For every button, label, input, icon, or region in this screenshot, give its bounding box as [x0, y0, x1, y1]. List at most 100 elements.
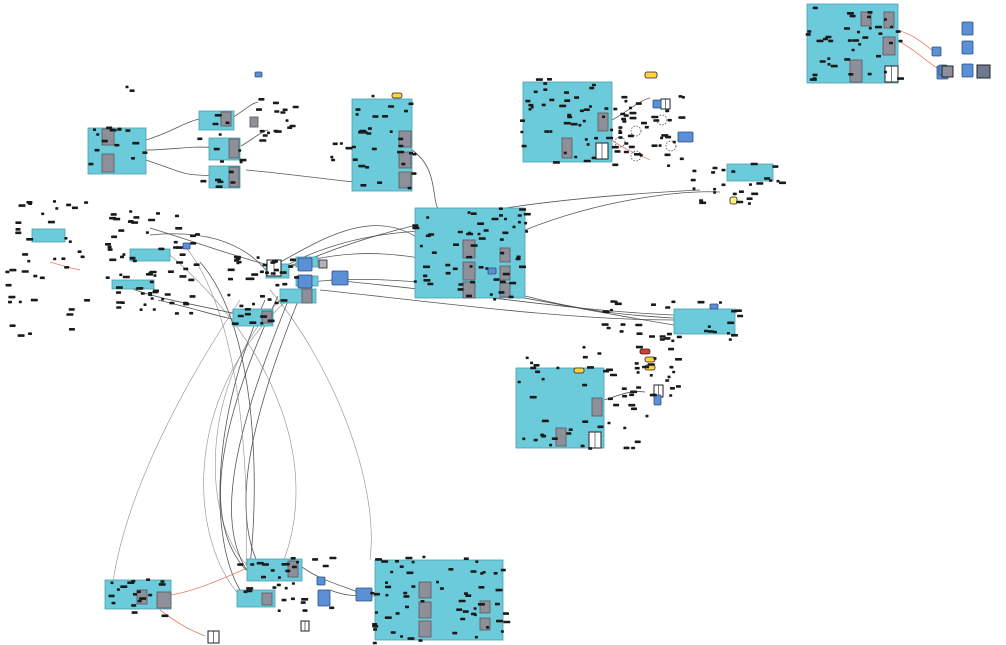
param-node-111 [528, 103, 534, 107]
param-node-362 [384, 616, 392, 619]
param-node-44 [96, 133, 100, 136]
param-node-491 [179, 275, 187, 278]
wire-37 [611, 139, 651, 161]
param-node-480 [175, 214, 179, 218]
param-node-149 [612, 163, 619, 167]
wire-40 [149, 227, 266, 265]
param-node-332 [631, 446, 636, 450]
param-node-637 [635, 345, 643, 349]
component-16 [499, 282, 511, 298]
param-node-124 [533, 90, 538, 94]
param-node-307 [628, 403, 636, 407]
param-node-557 [235, 257, 241, 260]
param-node-254 [721, 183, 726, 187]
param-node-169 [678, 95, 683, 98]
param-node-249 [732, 192, 737, 196]
param-node-156 [681, 96, 685, 99]
param-blue-13 [653, 394, 662, 406]
param-node-393 [436, 580, 439, 584]
param-node-432 [276, 583, 281, 587]
param-node-71 [365, 166, 370, 169]
param-node-389 [448, 568, 454, 571]
param-node-648 [129, 89, 135, 92]
param-node-212 [512, 225, 516, 229]
wire-15 [245, 169, 356, 183]
param-node-418 [146, 578, 151, 581]
param-node-610 [258, 98, 265, 101]
param-node-592 [53, 257, 57, 261]
param-node-481 [173, 246, 179, 249]
param-node-606 [285, 119, 289, 122]
param-node-571 [9, 268, 17, 272]
param-node-375 [385, 585, 392, 589]
dashed-node-4 [630, 150, 642, 162]
param-node-330 [587, 366, 594, 369]
param-node-325 [517, 380, 521, 384]
component-7 [398, 151, 412, 169]
param-node-611 [262, 134, 268, 137]
param-node-398 [464, 592, 468, 595]
param-node-224 [477, 232, 481, 236]
param-node-429 [329, 606, 335, 610]
param-node-176 [667, 164, 671, 167]
component-4 [228, 138, 240, 159]
param-node-188 [467, 211, 471, 214]
param-node-295 [728, 338, 732, 341]
param-node-531 [280, 299, 288, 302]
param-node-404 [370, 591, 375, 595]
param-node-340 [607, 397, 613, 401]
wire-18 [603, 391, 646, 401]
param-node-238 [413, 280, 417, 283]
param-node-116 [549, 130, 553, 133]
wire-41 [149, 233, 267, 271]
param-node-646 [332, 142, 338, 146]
param-node-145 [623, 150, 629, 154]
param-node-605 [53, 200, 56, 203]
wire-31 [170, 566, 251, 596]
param-node-599 [71, 206, 78, 210]
param-node-403 [495, 588, 503, 592]
param-node-173 [651, 115, 659, 119]
param-node-569 [66, 203, 72, 207]
param-node-187 [516, 255, 521, 259]
param-node-390 [406, 571, 414, 575]
param-node-625 [649, 374, 653, 377]
param-node-48 [132, 141, 140, 145]
param-node-354 [372, 625, 379, 628]
wire-26 [219, 299, 266, 591]
param-blue-5 [931, 46, 942, 57]
param-node-115 [574, 155, 578, 159]
param-node-28 [807, 30, 812, 33]
param-node-533 [289, 258, 296, 262]
param-node-259 [712, 166, 718, 170]
param-node-100 [602, 115, 606, 119]
param-node-250 [779, 181, 786, 185]
param-node-641 [649, 393, 657, 397]
param-node-183 [618, 136, 623, 139]
param-node-225 [428, 233, 435, 236]
param-node-642 [331, 158, 336, 162]
component-8 [398, 171, 412, 189]
param-node-333 [606, 368, 613, 372]
param-node-351 [474, 635, 478, 639]
param-node-113 [535, 78, 543, 81]
param-node-585 [18, 300, 22, 304]
param-node-79 [408, 102, 414, 106]
param-node-200 [509, 281, 517, 285]
param-node-501 [194, 233, 200, 236]
wire-5 [240, 129, 269, 147]
param-node-136 [547, 78, 552, 81]
param-node-577 [21, 270, 29, 273]
param-node-503 [129, 256, 136, 260]
param-node-75 [355, 108, 361, 111]
param-node-582 [28, 332, 32, 335]
param-node-639 [668, 347, 675, 351]
param-node-229 [477, 222, 485, 225]
param-node-163 [621, 117, 627, 121]
param-node-191 [452, 267, 458, 271]
param-node-5 [867, 11, 873, 14]
param-node-517 [188, 278, 195, 282]
param-node-227 [491, 217, 499, 221]
param-dark-blue [976, 64, 991, 79]
